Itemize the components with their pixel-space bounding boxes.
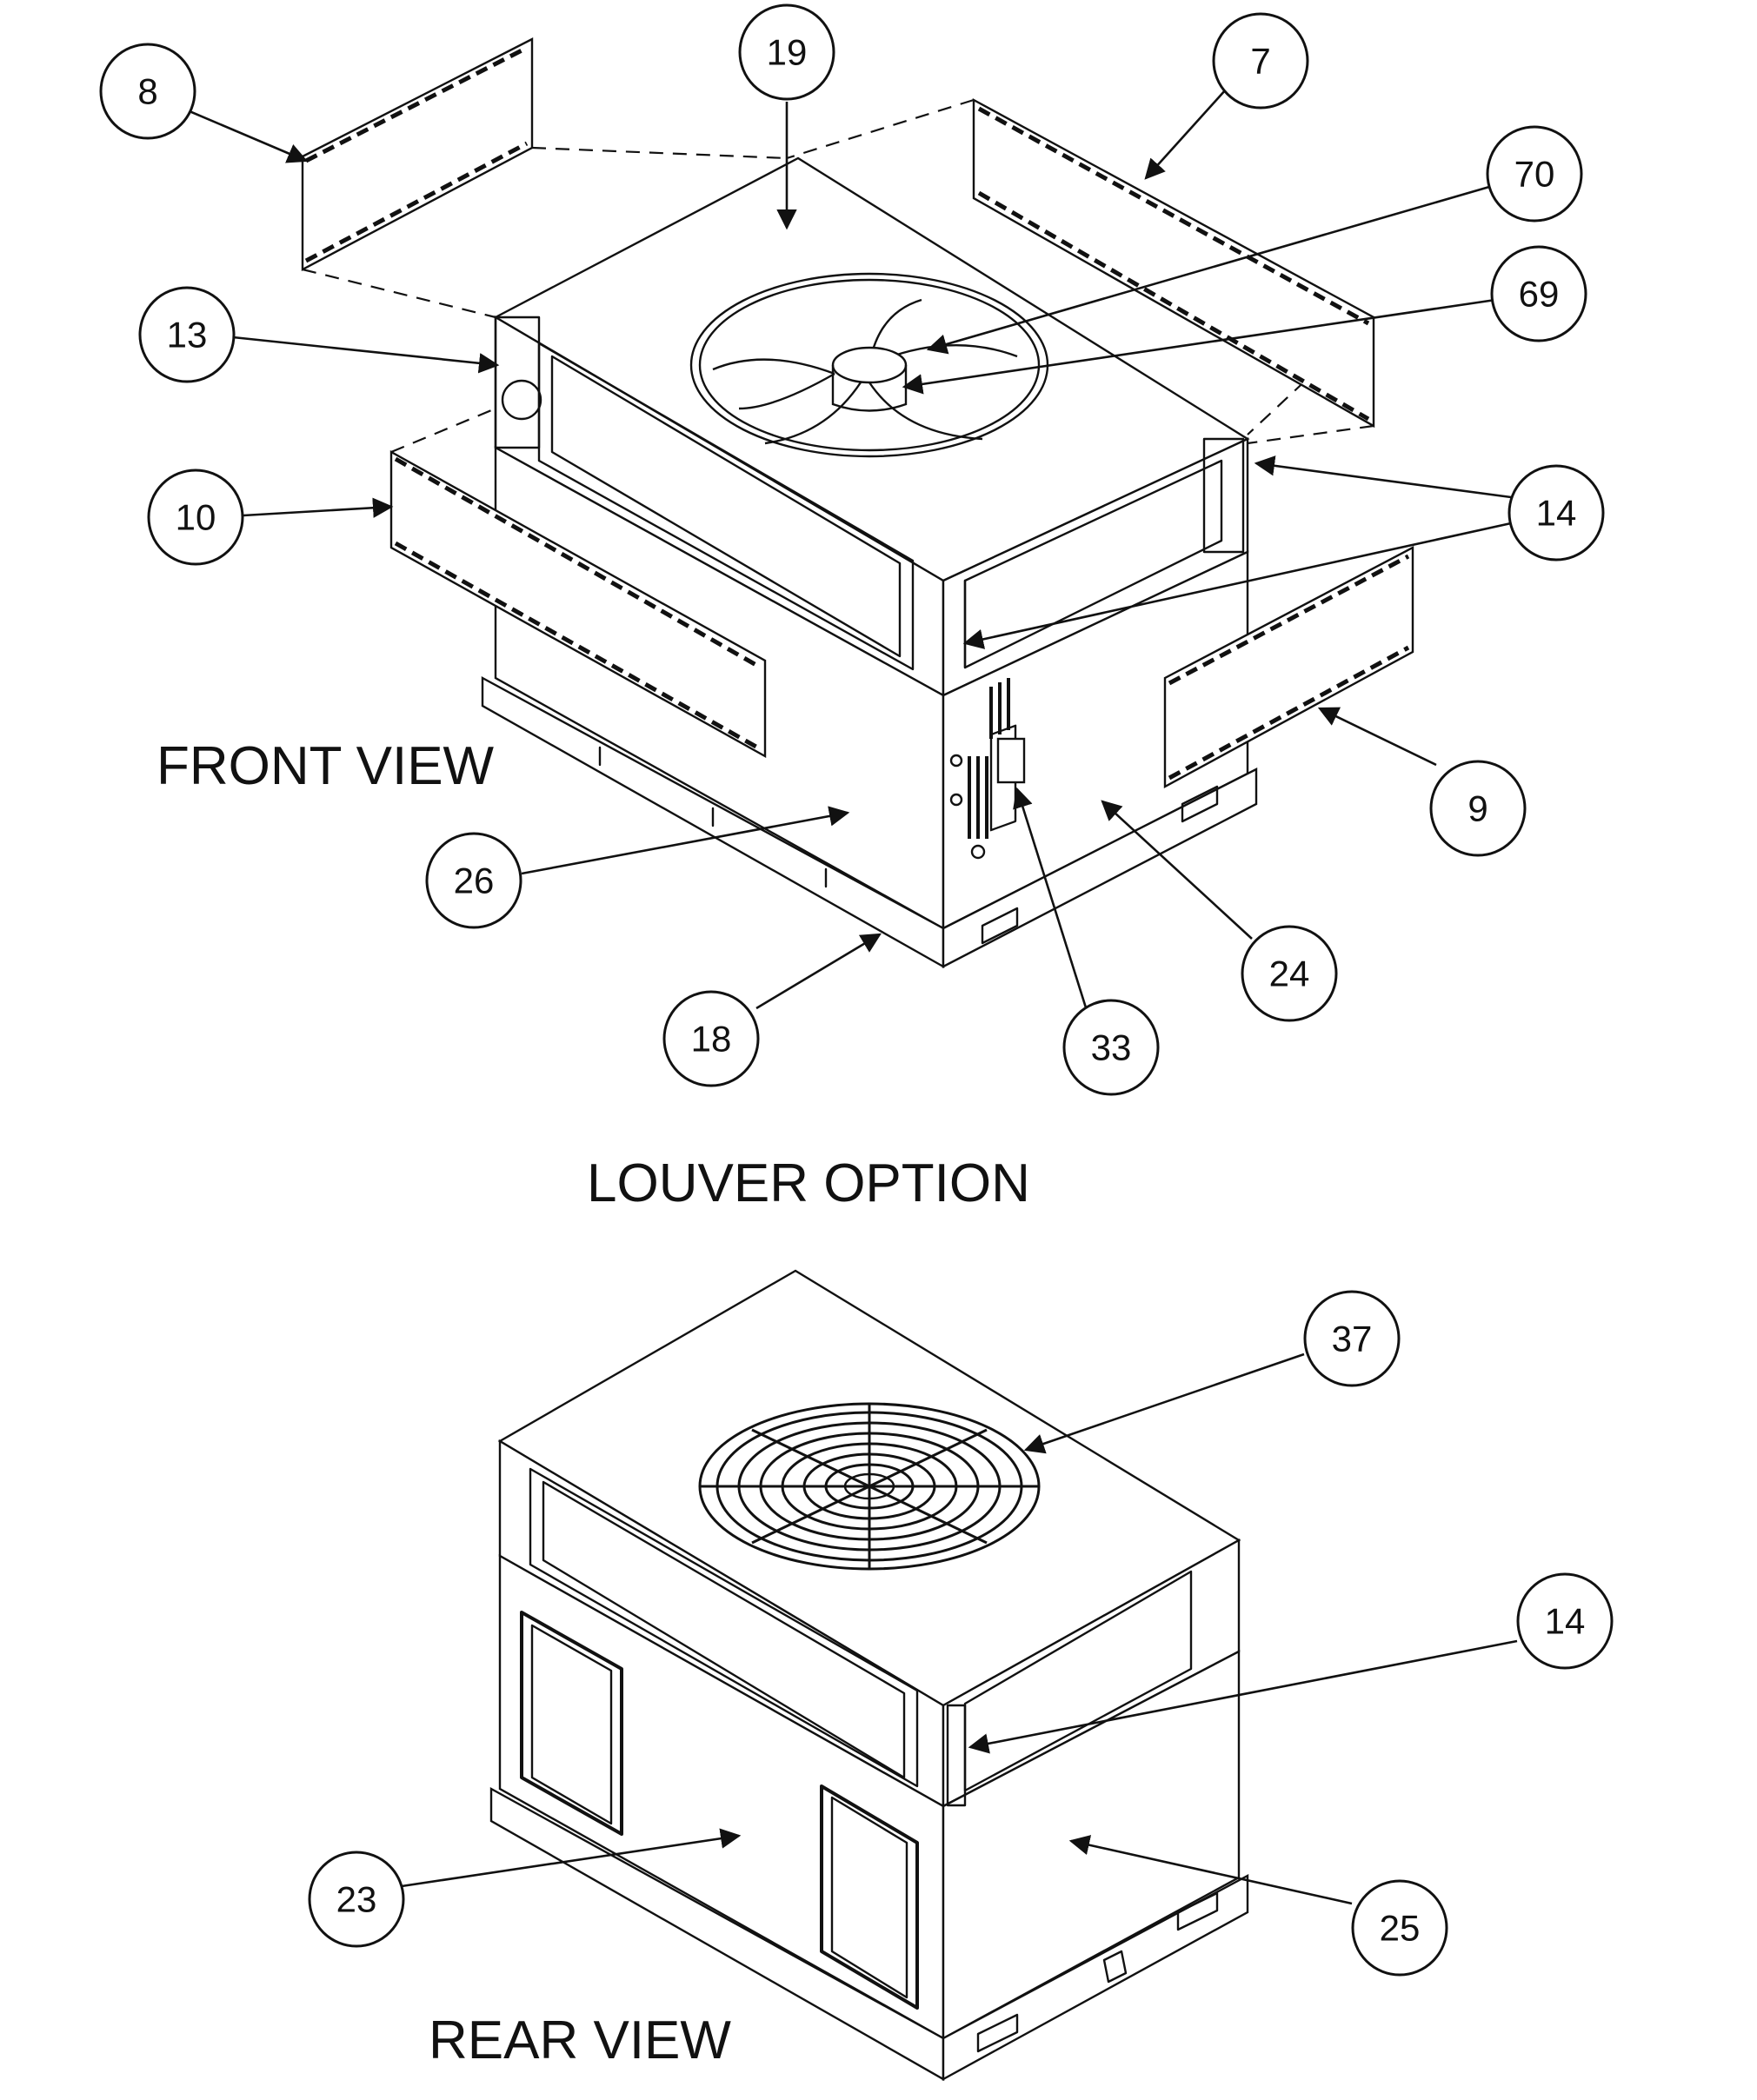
callout-25-label: 25 [1380,1908,1421,1949]
leader-lines [189,89,1518,1905]
callout-19: 19 [738,3,835,101]
callout-14-rear-label: 14 [1545,1601,1586,1642]
callout-37: 37 [1303,1290,1401,1387]
panel-9 [1163,546,1414,789]
callout-13: 13 [138,286,236,383]
callout-18-label: 18 [691,1019,732,1060]
callout-7: 7 [1212,12,1309,110]
supply-duct-opening [820,1784,919,2010]
control-box [949,678,1026,860]
rear-view-label: REAR VIEW [429,2010,731,2070]
callout-10-label: 10 [176,497,216,538]
panel-8 [301,37,534,271]
callout-9-label: 9 [1467,788,1487,829]
fan-guard [698,1402,1041,1571]
callout-18: 18 [662,990,760,1087]
callout-23: 23 [308,1851,405,1948]
callout-33-label: 33 [1091,1027,1132,1068]
callout-24: 24 [1241,925,1338,1022]
callout-37-label: 37 [1332,1319,1373,1359]
front-view-unit [301,37,1414,969]
callout-23-label: 23 [336,1879,377,1920]
callout-33: 33 [1062,999,1160,1096]
callout-8: 8 [99,43,196,140]
callout-7-label: 7 [1250,41,1270,82]
callout-70: 70 [1486,125,1583,223]
callout-69: 69 [1490,245,1587,342]
callout-69-label: 69 [1519,274,1560,315]
callout-9: 9 [1429,760,1527,857]
callout-19-label: 19 [767,32,808,73]
callout-24-label: 24 [1269,954,1310,994]
callout-14-front: 14 [1507,464,1605,562]
callout-8-label: 8 [137,71,157,112]
return-duct-opening [520,1611,623,1836]
callout-26: 26 [425,832,522,929]
panel-7 [972,97,1375,429]
callout-13-label: 13 [167,315,208,356]
front-view-label: FRONT VIEW [156,736,495,796]
louver-option-label: LOUVER OPTION [587,1153,1030,1213]
callout-70-label: 70 [1514,154,1555,195]
callout-14-front-label: 14 [1536,493,1577,534]
callout-25: 25 [1351,1879,1448,1977]
callout-26-label: 26 [454,861,495,901]
callout-10: 10 [147,469,244,566]
callout-14-rear: 14 [1516,1572,1614,1670]
rear-view-unit [489,1269,1249,2082]
